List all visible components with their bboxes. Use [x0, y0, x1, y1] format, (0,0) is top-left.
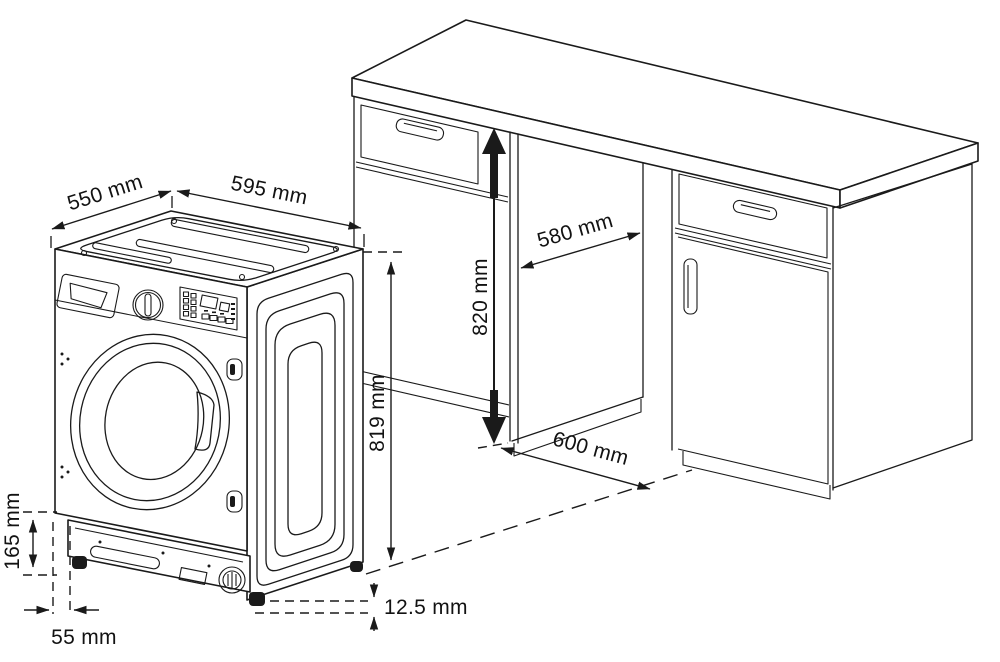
dim-12-5-label: 12.5 mm: [384, 596, 468, 619]
door-handle-grip: [194, 391, 215, 451]
adjustable-foot: [249, 592, 265, 606]
thick-arrow-up-icon: [482, 128, 506, 154]
dim-819-label: 819 mm: [366, 374, 389, 452]
niche: [509, 131, 673, 457]
door-porthole: [60, 333, 243, 513]
right-cabinet-door: [677, 236, 829, 485]
right-cabinet-plinth: [682, 451, 831, 500]
dim-55-label: 55 mm: [51, 626, 117, 649]
dim-foot-adjustment: 12.5 mm: [255, 583, 468, 631]
adjustable-foot: [350, 561, 363, 572]
left-cabinet: [353, 96, 510, 418]
drawer-handle-icon: [732, 199, 778, 221]
right-cabinet-side: [832, 163, 973, 489]
display: [199, 294, 219, 310]
right-cabinet: [674, 163, 973, 500]
program-dial: [132, 289, 164, 321]
dim-plinth-height: 165 mm: [1, 492, 57, 576]
dim-580-label: 580 mm: [535, 209, 616, 253]
dim-550-label: 550 mm: [65, 170, 146, 215]
door-handle-icon: [683, 258, 698, 315]
dim-600-label: 600 mm: [550, 427, 631, 470]
floor-guide-line: [365, 469, 693, 575]
right-cabinet-drawer: [678, 173, 828, 259]
door-hinge-icon: [226, 490, 243, 513]
dim-niche-height: 820 mm: [469, 128, 509, 449]
drain-filter-cap: [218, 566, 246, 594]
service-plinth: [67, 519, 363, 606]
counter-unit: [351, 19, 979, 500]
detergent-drawer: [56, 273, 120, 319]
side-panel-embossing: [256, 272, 354, 586]
dim-165-label: 165 mm: [1, 492, 24, 570]
left-cabinet-drawer: [360, 104, 479, 185]
adjustable-foot: [72, 556, 87, 569]
dim-820-label: 820 mm: [469, 258, 492, 336]
thick-arrow-down-icon: [482, 417, 506, 444]
dim-machine-height: 819 mm: [363, 251, 405, 561]
countertop: [351, 19, 979, 209]
drawer-handle-icon: [395, 118, 445, 141]
control-panel: [179, 286, 238, 331]
dim-niche-width: 580 mm: [520, 209, 641, 269]
washing-machine: [54, 210, 364, 606]
door-latch-icon: [226, 358, 243, 381]
dim-plinth-recess: 55 mm: [24, 522, 117, 649]
niche-floor-edge: [511, 396, 644, 442]
